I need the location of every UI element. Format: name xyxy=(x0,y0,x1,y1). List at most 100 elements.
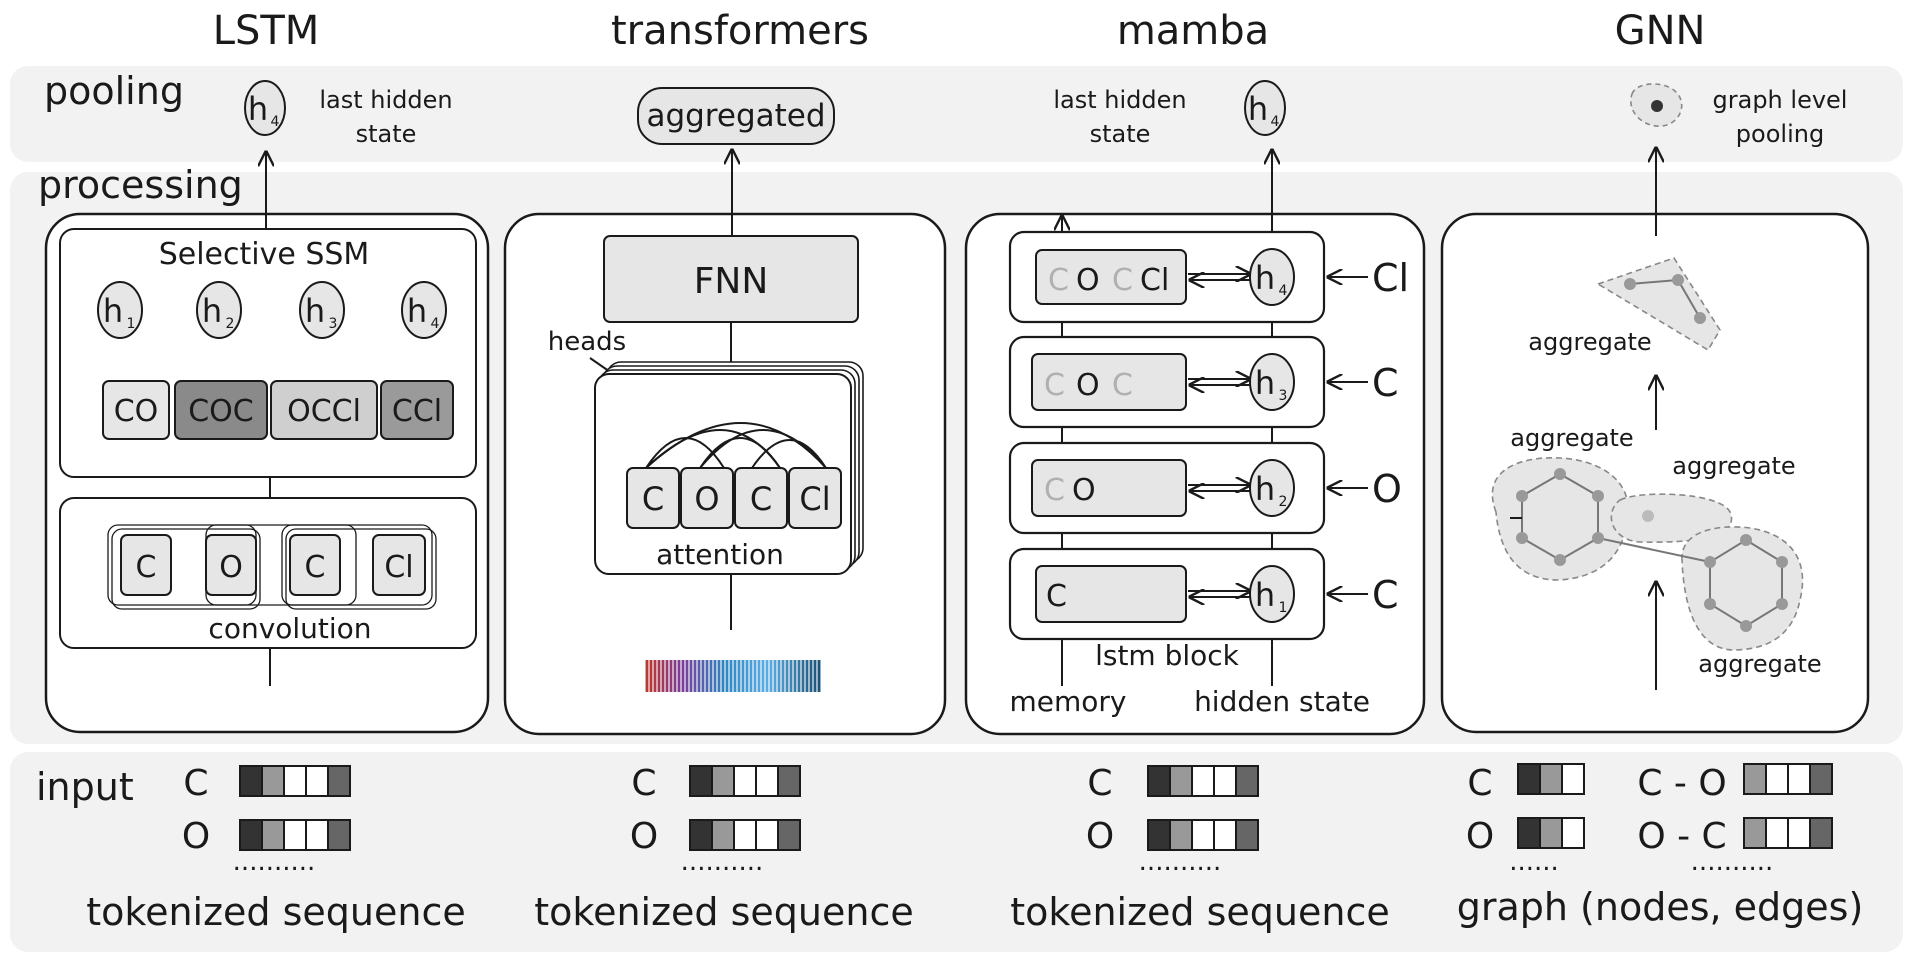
ssm-hidden-state-1: h 1 xyxy=(97,281,143,339)
conv-token-cl: Cl xyxy=(372,534,426,596)
lstm-block-1: C h 1 xyxy=(1008,547,1326,641)
memory-token: O xyxy=(1072,473,1096,508)
column-header-mamba: mamba xyxy=(1117,8,1269,54)
row-label-processing: processing xyxy=(38,163,243,207)
embedding-vector xyxy=(239,819,351,851)
mamba-pooling-caption-2: state xyxy=(1090,120,1151,148)
conv-token-o: O xyxy=(205,534,257,596)
fnn-block: FNN xyxy=(603,235,859,323)
seq-token-o: O xyxy=(1086,816,1114,857)
attention-token-text: C xyxy=(642,480,664,518)
memory-token: C xyxy=(1048,263,1069,298)
lstm-pooled-h: h xyxy=(248,90,268,128)
ssm-token-text: COC xyxy=(188,394,254,429)
seq-token-c: C xyxy=(183,763,208,804)
memory-token: O xyxy=(1076,263,1100,298)
column-header-transformers: transformers xyxy=(611,8,869,54)
ssm-h-label: h xyxy=(202,292,222,330)
seq-dots: .......... xyxy=(1139,847,1222,877)
mamba-pooled-hidden-state: h 4 xyxy=(1244,80,1286,136)
lstm-block-2: C O h 2 xyxy=(1008,441,1326,535)
lstm-block-3: C O C h 3 xyxy=(1008,335,1326,429)
attention-token-c1: C xyxy=(626,467,680,529)
gnn-pooling-caption-1: graph level xyxy=(1713,86,1848,114)
molecule-graph xyxy=(1491,457,1804,651)
mamba-h: h xyxy=(1255,364,1275,402)
seq-dots: .......... xyxy=(233,847,316,877)
mamba-h: h xyxy=(1255,470,1275,508)
ssm-token-text: OCCl xyxy=(287,394,361,429)
conv-token-c1: C xyxy=(120,534,172,596)
graph-node-o: O xyxy=(1466,816,1494,857)
attention-token-cl: Cl xyxy=(788,467,842,529)
gnn-input: C O C - O O - C ...... .......... grap xyxy=(1457,763,1864,929)
positional-encoding-image xyxy=(645,660,821,692)
ssm-h-sub: 4 xyxy=(431,316,440,332)
ssm-token-co: CO xyxy=(102,380,170,440)
embedding-vector xyxy=(689,765,801,797)
seq-token-o: O xyxy=(630,816,658,857)
node-feature-vector xyxy=(1517,817,1585,849)
lstm-pooled-sub: 4 xyxy=(271,114,280,130)
memory-label: memory xyxy=(1010,685,1127,718)
seq-caption: tokenized sequence xyxy=(86,890,465,934)
heads-label: heads xyxy=(548,327,626,357)
attention-label: attention xyxy=(656,538,784,571)
ssm-token-occl: OCCl xyxy=(270,380,378,440)
attention-token-text: Cl xyxy=(799,480,830,518)
mamba-pooled-sub: 4 xyxy=(1271,114,1280,130)
seq-caption: tokenized sequence xyxy=(1010,890,1389,934)
memory-token: C xyxy=(1112,368,1133,403)
ssm-h-label: h xyxy=(407,292,427,330)
attention-arcs xyxy=(645,422,827,469)
ssm-token-text: CO xyxy=(114,394,159,429)
lstm-input: C O .......... tokenized sequence xyxy=(86,763,465,934)
ssm-h-label: h xyxy=(103,292,123,330)
node-feature-vector xyxy=(1517,763,1585,795)
attention-token-text: C xyxy=(750,480,772,518)
transformers-input: C O .......... tokenized sequence xyxy=(534,763,913,934)
mamba-h: h xyxy=(1255,576,1275,614)
mamba-input-token-cl: Cl xyxy=(1372,256,1409,300)
hidden-state-label: hidden state xyxy=(1194,685,1370,718)
conv-token-c2: C xyxy=(289,534,341,596)
mamba-h: h xyxy=(1255,259,1275,297)
mamba-h-sub: 2 xyxy=(1279,494,1288,510)
conv-token-text: Cl xyxy=(384,550,413,585)
conv-token-text: O xyxy=(219,550,243,585)
mamba-input-token-c1: C xyxy=(1372,573,1399,617)
graph-node-c: C xyxy=(1467,763,1492,804)
pooling-band xyxy=(10,66,1903,162)
graph-caption: graph (nodes, edges) xyxy=(1457,885,1864,929)
mamba-h-sub: 4 xyxy=(1279,283,1288,299)
selective-ssm-title: Selective SSM xyxy=(159,237,370,272)
ssm-token-text: CCl xyxy=(392,394,442,429)
embedding-vector xyxy=(1147,819,1259,851)
lstm-pooling-caption-2: state xyxy=(356,120,417,148)
graph-edge-dots: .......... xyxy=(1691,847,1774,877)
memory-token: Cl xyxy=(1140,263,1169,298)
mamba-input-token-o: O xyxy=(1372,467,1402,511)
edge-feature-vector xyxy=(1743,763,1833,795)
input-band xyxy=(10,752,1903,952)
lstm-block-label: lstm block xyxy=(1095,639,1240,672)
edge-feature-vector xyxy=(1743,817,1833,849)
embedding-vector xyxy=(239,765,351,797)
conv-token-text: C xyxy=(305,550,326,585)
ssm-hidden-state-4: h 4 xyxy=(401,281,447,339)
aggregated-triangle-graph xyxy=(1596,257,1721,352)
graph-edge-c-o: C - O xyxy=(1637,763,1726,804)
aggregate-label-top: aggregate xyxy=(1528,328,1651,356)
fnn-label: FNN xyxy=(694,261,769,302)
column-header-gnn: GNN xyxy=(1615,8,1706,54)
mamba-h-sub: 3 xyxy=(1279,388,1288,404)
aggregate-label-bottom: aggregate xyxy=(1698,650,1821,678)
ssm-h-sub: 1 xyxy=(127,316,136,332)
seq-dots: .......... xyxy=(681,847,764,877)
ssm-hidden-state-3: h 3 xyxy=(299,281,345,339)
memory-token: C xyxy=(1044,473,1065,508)
seq-caption: tokenized sequence xyxy=(534,890,913,934)
aggregate-label-mid: aggregate xyxy=(1672,452,1795,480)
row-label-input: input xyxy=(36,765,134,809)
